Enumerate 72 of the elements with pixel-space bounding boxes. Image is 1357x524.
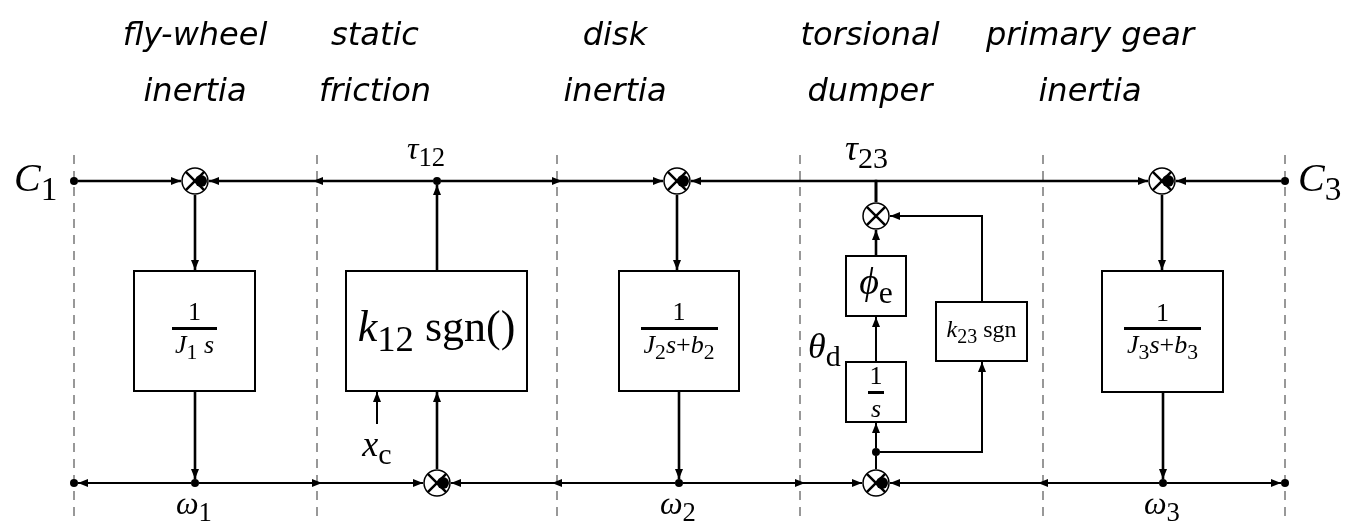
transfer-block — [935, 301, 1028, 362]
junction-dot — [70, 479, 78, 487]
denominator: J$_{2}$s+b$_{2}$ — [640, 326, 718, 365]
section-heading: disk inertia — [562, 14, 668, 111]
arrow — [433, 392, 441, 469]
junction-dot — [872, 448, 880, 456]
signal-label: x$_{c}$ — [361, 424, 393, 473]
section-heading: torsional dumper — [799, 14, 941, 111]
arrow — [879, 361, 986, 453]
signal-label: ω$_{1}$ — [176, 486, 212, 524]
arrow — [1176, 177, 1281, 185]
arrow — [874, 177, 1148, 202]
transfer-block — [133, 270, 256, 392]
summing-junction — [1148, 167, 1176, 195]
arrow — [191, 195, 199, 270]
summing-junction — [423, 469, 451, 497]
summing-junction — [862, 469, 890, 497]
arrow — [889, 479, 1160, 487]
numerator: 1 — [672, 297, 686, 327]
denominator: J$_{1}$ s — [172, 326, 217, 365]
arrow — [872, 422, 880, 449]
junction-dot — [1281, 177, 1289, 185]
junction-dot — [191, 479, 199, 487]
arrow — [889, 212, 983, 302]
summing-junction — [862, 202, 890, 230]
numerator: 1 — [869, 360, 883, 391]
section-heading: primary gear inertia — [984, 14, 1197, 111]
block-formula: k$_{12}$ sgn() — [357, 302, 516, 360]
arrow — [78, 177, 181, 185]
arrow — [673, 195, 681, 270]
denominator: s — [867, 390, 885, 424]
summing-junction — [181, 167, 209, 195]
signal-label: ω$_{3}$ — [1144, 486, 1180, 524]
transfer-block — [1101, 270, 1224, 393]
signal-label: C$_{1}$ — [14, 158, 58, 209]
arrow — [872, 316, 880, 362]
signal-label: τ$_{12}$ — [407, 129, 446, 175]
block-formula: k$_{23}$ sgn — [946, 315, 1017, 348]
junction-dot — [1281, 479, 1289, 487]
connector-line — [875, 455, 877, 470]
arrow — [675, 392, 683, 479]
arrow — [441, 177, 663, 185]
transfer-block — [845, 255, 907, 317]
section-heading: fly-wheel inertia — [121, 14, 269, 111]
arrow — [191, 392, 199, 479]
junction-dot — [1159, 479, 1167, 487]
numerator: 1 — [1156, 297, 1169, 328]
arrow — [373, 391, 381, 425]
arrow — [433, 185, 441, 270]
transfer-block — [845, 361, 907, 423]
arrow — [1158, 195, 1166, 270]
arrow — [872, 230, 880, 255]
arrow — [1159, 393, 1167, 479]
transfer-block — [345, 270, 528, 392]
signal-label: τ$_{23}$ — [845, 128, 888, 177]
transfer-block — [618, 270, 740, 392]
signal-label: C$_{3}$ — [1298, 158, 1342, 209]
arrow — [450, 479, 676, 487]
summing-junction — [663, 167, 691, 195]
junction-dot — [675, 479, 683, 487]
arrow — [77, 479, 192, 487]
edge-label: θ$_{d}$ — [808, 326, 841, 375]
arrow — [682, 479, 863, 487]
arrow — [209, 177, 433, 185]
signal-label: ω$_{2}$ — [660, 486, 696, 524]
arrow — [198, 479, 424, 487]
junction-dot — [70, 177, 78, 185]
block-formula: ϕ$_{e}$ — [859, 260, 893, 312]
numerator: 1 — [188, 297, 201, 327]
arrow — [1166, 479, 1282, 487]
denominator: J$_{3}$s+b$_{3}$ — [1124, 327, 1201, 366]
junction-dot — [433, 177, 441, 185]
